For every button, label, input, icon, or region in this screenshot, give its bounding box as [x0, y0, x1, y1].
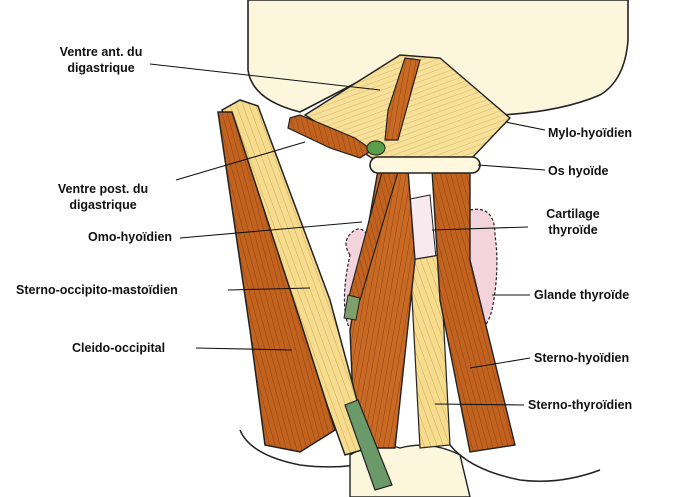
label-glande-thyroide: Glande thyroïde	[534, 287, 629, 303]
label-sterno-occipito-mastoidien: Sterno-occipito-mastoïdien	[16, 282, 178, 298]
hyoid-bone	[370, 157, 480, 173]
label-cartilage-line2: thyroïde	[528, 222, 618, 238]
label-ventre-post: Ventre post. du digastrique	[28, 181, 178, 213]
label-omo-hyoidien: Omo-hyoïdien	[88, 229, 172, 245]
label-sterno-hyoidien: Sterno-hyoïdien	[534, 350, 629, 366]
label-ventre-ant-line2: digastrique	[26, 60, 176, 76]
label-os-hyoide: Os hyoïde	[548, 163, 608, 179]
label-ventre-ant: Ventre ant. du digastrique	[26, 44, 176, 76]
label-mylo-hyoidien: Mylo-hyoïdien	[548, 125, 632, 141]
label-ventre-post-line1: Ventre post. du	[28, 181, 178, 197]
label-cleido-occipital: Cleido-occipital	[72, 340, 165, 356]
digastric-tendon	[367, 141, 385, 155]
label-ventre-ant-line1: Ventre ant. du	[26, 44, 176, 60]
label-cartilage-line1: Cartilage	[528, 206, 618, 222]
label-ventre-post-line2: digastrique	[28, 197, 178, 213]
label-cartilage-thyroide: Cartilage thyroïde	[528, 206, 618, 238]
label-sterno-thyroidien: Sterno-thyroïdien	[528, 397, 632, 413]
